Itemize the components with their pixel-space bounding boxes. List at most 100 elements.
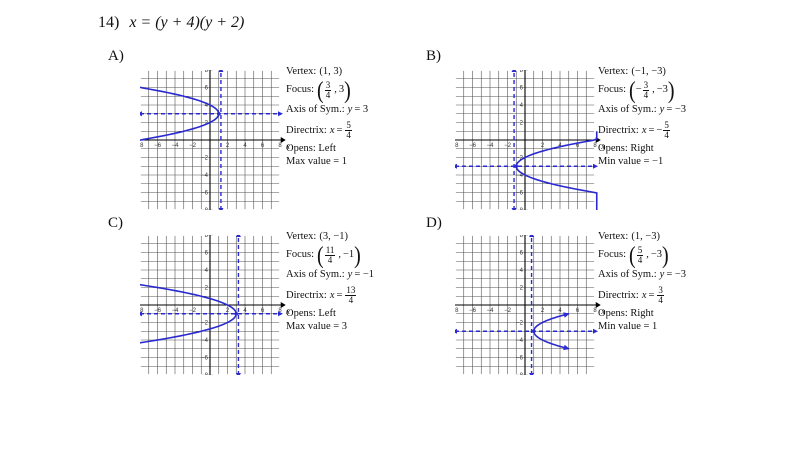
directrix-sign: − <box>656 124 663 136</box>
vertex-value: (−1, −3) <box>631 66 666 77</box>
directrix-label: Directrix: <box>598 124 639 136</box>
x-tick-label: 6 <box>261 308 265 314</box>
y-tick-label: −8 <box>201 373 209 375</box>
x-tick-label: −8 <box>140 143 144 149</box>
x-tick-label: −4 <box>172 308 180 314</box>
y-tick-label: 8 <box>520 235 524 239</box>
x-tick-label: −2 <box>189 308 197 314</box>
y-tick-label: −8 <box>516 208 524 210</box>
vertex-value: (1, 3) <box>319 66 343 77</box>
directrix-fraction-numerator: 5 <box>663 120 670 132</box>
focus-y-value: 3 <box>338 84 345 96</box>
y-tick-label: 8 <box>205 235 209 239</box>
y-tick-label: 6 <box>520 251 524 257</box>
x-tick-label: −4 <box>172 143 180 149</box>
x-tick-label: −6 <box>469 308 477 314</box>
y-tick-label: 4 <box>205 103 209 109</box>
opens-row: Opens: Left <box>286 142 368 155</box>
focus-x-fraction-numerator: 11 <box>324 244 336 256</box>
axis-of-symmetry-label: Axis of Sym.: <box>598 103 657 115</box>
focus-comma: , <box>646 249 649 261</box>
y-tick-label: −6 <box>201 356 209 362</box>
axis-of-symmetry-value: = −3 <box>666 103 687 115</box>
vertex-label: Vertex: <box>286 231 317 242</box>
y-tick-label: −2 <box>516 321 524 327</box>
x-tick-label: 2 <box>226 308 230 314</box>
extreme-value: Max value = 1 <box>286 156 348 168</box>
directrix-fraction-numerator: 5 <box>345 120 352 132</box>
x-tick-label: 4 <box>243 143 247 149</box>
directrix-label: Directrix: <box>598 289 639 301</box>
extreme-value: Min value = 1 <box>598 321 658 333</box>
y-tick-label: 4 <box>520 103 524 109</box>
axis-of-symmetry-value: = −3 <box>666 268 687 280</box>
dashed-line-arrowhead <box>593 328 598 334</box>
axis-variable: y <box>659 268 665 280</box>
dashed-line-arrowhead <box>218 70 224 72</box>
x-tick-label: −2 <box>504 143 512 149</box>
y-tick-label: 4 <box>205 268 209 274</box>
option-letter[interactable]: D) <box>426 215 442 231</box>
dashed-line-arrowhead <box>140 311 142 317</box>
option-letter[interactable]: B) <box>426 48 441 64</box>
focus-open-paren: ( <box>317 77 324 104</box>
vertex-row: Vertex:(1, 3) <box>286 66 368 78</box>
focus-label: Focus: <box>286 84 315 96</box>
x-tick-label: 2 <box>226 143 230 149</box>
question-number: 14) <box>98 14 120 31</box>
opens-value: Opens: Left <box>286 142 336 154</box>
y-tick-label: 6 <box>205 251 209 257</box>
y-tick-label: −4 <box>516 338 524 344</box>
y-tick-label: 8 <box>520 70 524 74</box>
x-tick-label: 2 <box>541 308 545 314</box>
opens-value: Opens: Left <box>286 307 336 319</box>
x-axis-label: x <box>600 307 605 316</box>
focus-x-fraction-denominator: 4 <box>643 90 649 100</box>
y-tick-label: 6 <box>205 86 209 92</box>
dashed-line-arrowhead <box>278 111 283 117</box>
x-axis-arrow-right <box>280 137 286 143</box>
option-letter[interactable]: C) <box>108 215 123 231</box>
directrix-variable: x <box>329 289 335 301</box>
vertex-point <box>234 311 239 316</box>
x-tick-label: −6 <box>469 143 477 149</box>
parabola-curve <box>515 131 598 210</box>
vertex-value: (1, −3) <box>631 231 660 242</box>
focus-x-fraction-numerator: 5 <box>636 244 644 256</box>
directrix-variable: x <box>329 124 335 136</box>
extreme-value-row: Min value = −1 <box>598 157 686 168</box>
y-tick-label: −4 <box>516 173 524 179</box>
focus-open-paren: ( <box>317 242 324 269</box>
extreme-value-row: Max value = 3 <box>286 322 374 333</box>
directrix-fraction-denominator: 4 <box>348 295 354 306</box>
directrix-equals: = <box>336 124 343 136</box>
x-axis-arrow-right <box>595 302 601 308</box>
dashed-line-arrowhead <box>455 328 457 334</box>
x-axis-label: x <box>285 142 290 151</box>
y-tick-label: −6 <box>516 356 524 362</box>
x-axis-label: x <box>285 307 290 316</box>
option-letter[interactable]: A) <box>108 48 124 64</box>
focus-open-paren: ( <box>629 77 636 104</box>
axis-of-symmetry-value: = 3 <box>354 103 369 115</box>
x-tick-label: 4 <box>243 308 247 314</box>
extreme-value-row: Max value = 1 <box>286 157 368 168</box>
x-tick-label: −4 <box>487 308 495 314</box>
